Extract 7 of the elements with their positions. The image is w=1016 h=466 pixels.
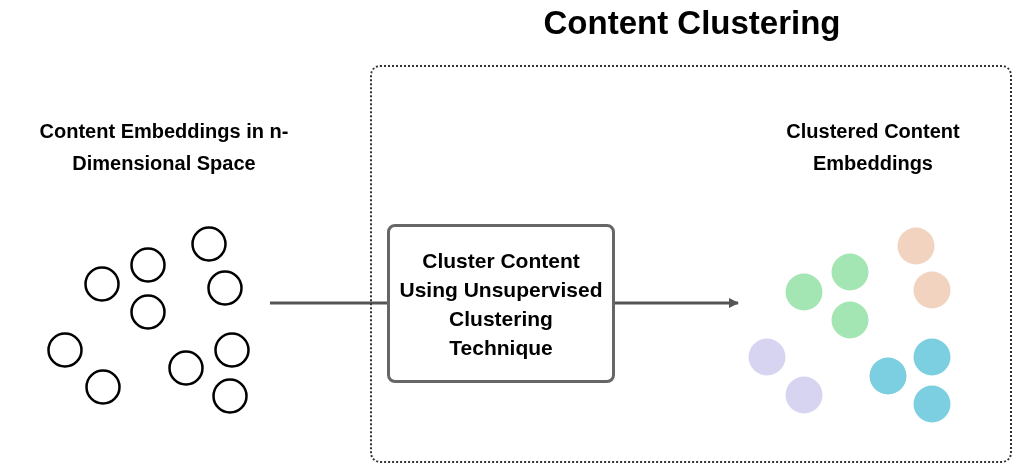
arrow — [615, 298, 739, 308]
group-heading: Clustered Content Embeddings — [785, 119, 961, 176]
section-title: Content Clustering — [542, 4, 842, 42]
process-label: Cluster Content Using Unsupervised Clustering Technique — [398, 247, 604, 361]
connector-line — [270, 301, 387, 305]
group-heading: Content Embeddings in n-Dimensional Space — [38, 119, 290, 176]
process-box — [387, 224, 615, 383]
